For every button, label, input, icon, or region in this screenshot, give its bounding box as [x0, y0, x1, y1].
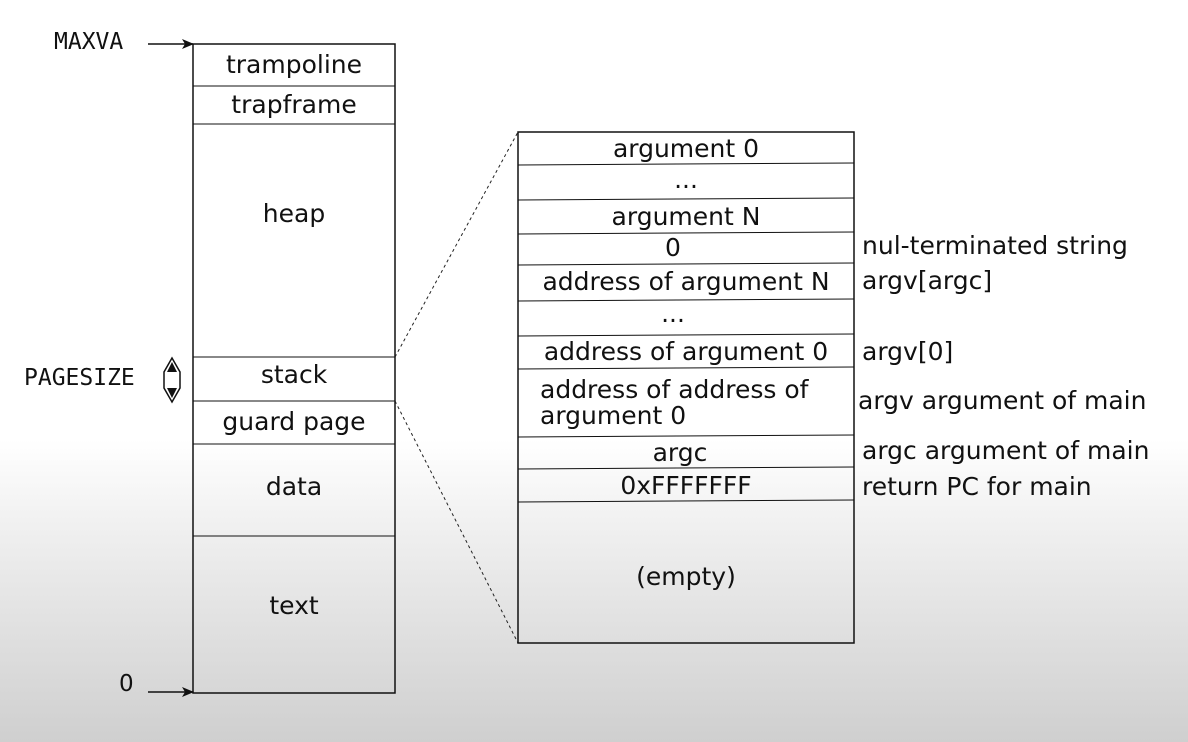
note-nul-terminated: nul-terminated string	[862, 231, 1128, 260]
address-space-box	[192, 43, 396, 694]
note-argv-argument: argv argument of main	[858, 386, 1147, 415]
stack-cell-address-argument-0: address of argument 0	[543, 337, 829, 367]
divider	[517, 466, 855, 470]
divider	[517, 434, 855, 438]
stack-cell-return-pc: 0xFFFFFFF	[620, 470, 752, 500]
segment-trapframe: trapframe	[231, 89, 357, 119]
divider	[517, 366, 855, 370]
segment-guard-page: guard page	[222, 407, 366, 437]
stack-cell-empty: (empty)	[636, 561, 736, 591]
divider	[517, 298, 855, 302]
segment-text: text	[269, 590, 319, 620]
maxva-label: MAXVA	[54, 29, 124, 55]
note-argv-0: argv[0]	[862, 337, 954, 366]
divider	[517, 262, 855, 266]
note-argc-argument: argc argument of main	[862, 436, 1150, 465]
divider	[517, 162, 855, 166]
stack-cell-ellipsis-1: ...	[674, 164, 698, 194]
divider	[517, 197, 855, 201]
pagesize-double-arrow	[163, 356, 181, 404]
segment-heap: heap	[262, 198, 326, 228]
divider	[517, 333, 855, 337]
note-return-pc: return PC for main	[862, 472, 1092, 501]
stack-cell-argument-n: argument N	[611, 201, 761, 231]
stack-cell-argument-0: argument 0	[612, 133, 760, 163]
note-argv-argc: argv[argc]	[862, 266, 993, 295]
stack-cell-address-of-address: address of address of argument 0	[540, 374, 809, 430]
zoom-line-top	[394, 131, 519, 358]
divider	[517, 499, 855, 503]
pagesize-label: PAGESIZE	[24, 365, 135, 391]
stack-detail-box	[517, 131, 855, 644]
zero-label: 0	[119, 671, 134, 697]
stack-cell-zero: 0	[665, 232, 681, 262]
segment-data: data	[265, 471, 323, 501]
zoom-line-bottom	[394, 400, 519, 644]
stack-cell-address-argument-n: address of argument N	[542, 266, 830, 296]
divider	[517, 231, 855, 235]
segment-trampoline: trampoline	[225, 49, 363, 79]
stack-cell-ellipsis-2: ...	[661, 298, 685, 328]
segment-stack: stack	[260, 359, 328, 389]
stack-cell-argc: argc	[652, 437, 708, 467]
